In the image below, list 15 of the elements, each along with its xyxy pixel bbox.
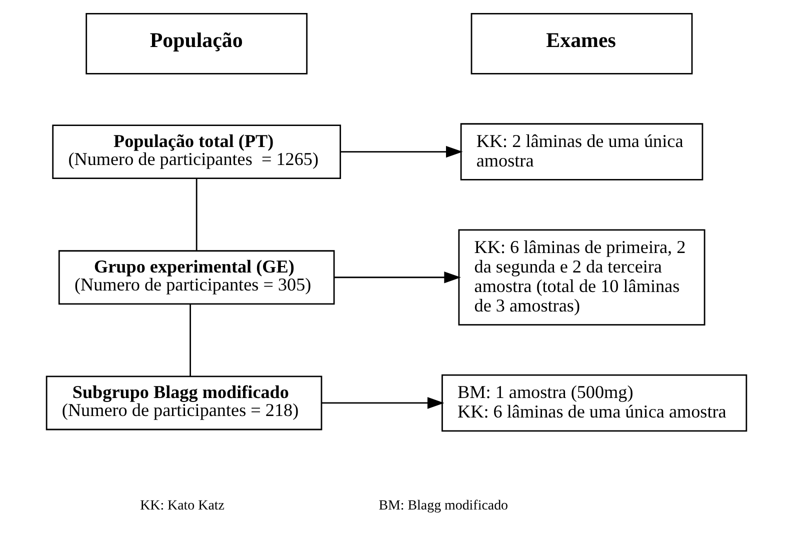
node-box: KK: 6 lâminas de primeira, 2 da segunda e 2 da terceira amostra (total de 10 lâminas de 3 amostras) [458, 229, 706, 326]
label: KK: Kato Katz [140, 498, 224, 514]
node-box: Subgrupo Blagg modificado (Numero de participantes = 218) [46, 376, 322, 430]
node-box: Exames [470, 12, 693, 74]
node-box: KK: 2 lâminas de uma única amostra [460, 123, 704, 180]
connector [190, 304, 192, 376]
connector [196, 178, 198, 251]
node-box: População [86, 12, 308, 74]
label: BM: Blagg modificado [378, 498, 508, 514]
node-box: Grupo experimental (GE) (Numero de participantes = 305) [58, 250, 335, 305]
arrow [334, 272, 461, 284]
arrow [340, 146, 463, 158]
node-box: BM: 1 amostra (500mg) KK: 6 lâminas de uma única amostra [442, 374, 748, 432]
arrow [322, 397, 444, 409]
node-box: População total (PT) (Numero de participantes = 1265) [52, 124, 342, 179]
